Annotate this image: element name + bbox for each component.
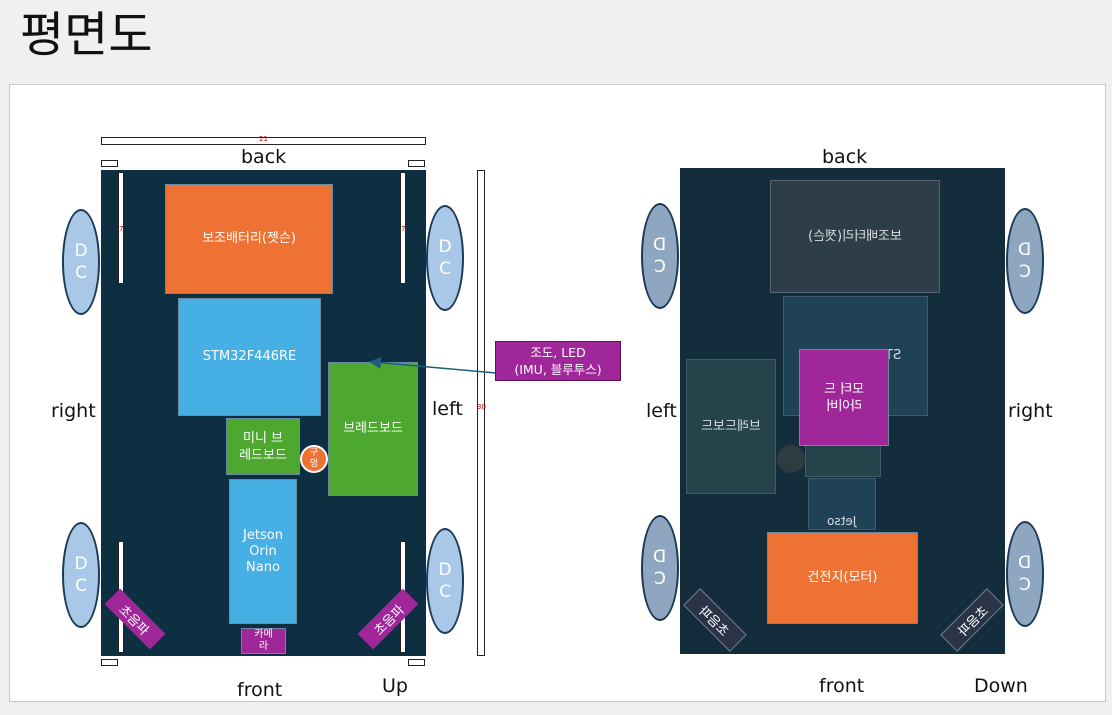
aux-battery-jetson: 보조배터리(젯슨): [165, 184, 333, 294]
top-label-back: back: [241, 146, 287, 168]
top-dimension-rail: [101, 137, 426, 145]
corner-rail-bl: [101, 659, 118, 666]
camera: 카메 라: [241, 628, 286, 654]
bottom-label-left: left: [646, 400, 677, 422]
top-label-front: front: [237, 679, 283, 701]
rail-dim-tl: 7: [119, 225, 124, 233]
callout-arrow: [369, 356, 497, 374]
ghost-breadboard: 브레드보드: [686, 359, 776, 494]
side-dimension-label: 30: [477, 403, 486, 411]
mini-breadboard: 미니 브 레드보드: [226, 418, 300, 475]
battery-motor: 건전지(모터): [767, 532, 918, 624]
page-title: 평면도: [20, 7, 153, 63]
sensor-callout: 조도, LED (IMU, 블루투스): [495, 341, 621, 381]
inner-rail-tr: [400, 172, 406, 284]
top-label-right: right: [51, 400, 96, 422]
motor-driver: 모터 드 라이버: [799, 349, 889, 446]
ghost-hole: [777, 445, 805, 473]
inner-rail-tl: [118, 172, 124, 284]
bottom-label-right: right: [1008, 400, 1053, 422]
jetson-orin-nano: Jetson Orin Nano: [229, 479, 297, 624]
top-label-up: Up: [382, 675, 408, 697]
bottom-label-down: Down: [974, 675, 1028, 697]
diagram-sheet: 21 back 7 7 7 7 30 DC DC DC DC 보조배터리(젯슨)…: [9, 84, 1106, 702]
corner-rail-br: [408, 659, 425, 666]
breadboard: 브레드보드: [328, 362, 418, 496]
ghost-aux-battery: 보조배터리(젯슨): [770, 180, 940, 293]
side-dimension-rail: [477, 170, 485, 656]
ghost-jetson: Jetso: [808, 478, 876, 530]
bottom-label-front: front: [819, 675, 865, 697]
stm32-board: STM32F446RE: [178, 298, 321, 416]
top-dimension-label: 21: [259, 135, 268, 143]
corner-rail-tl: [101, 160, 118, 167]
bottom-label-back: back: [822, 146, 868, 168]
mounting-hole: 구 멍: [300, 445, 328, 473]
corner-rail-tr: [408, 160, 425, 167]
top-label-left: left: [432, 398, 463, 420]
rail-dim-tr: 7: [401, 225, 406, 233]
